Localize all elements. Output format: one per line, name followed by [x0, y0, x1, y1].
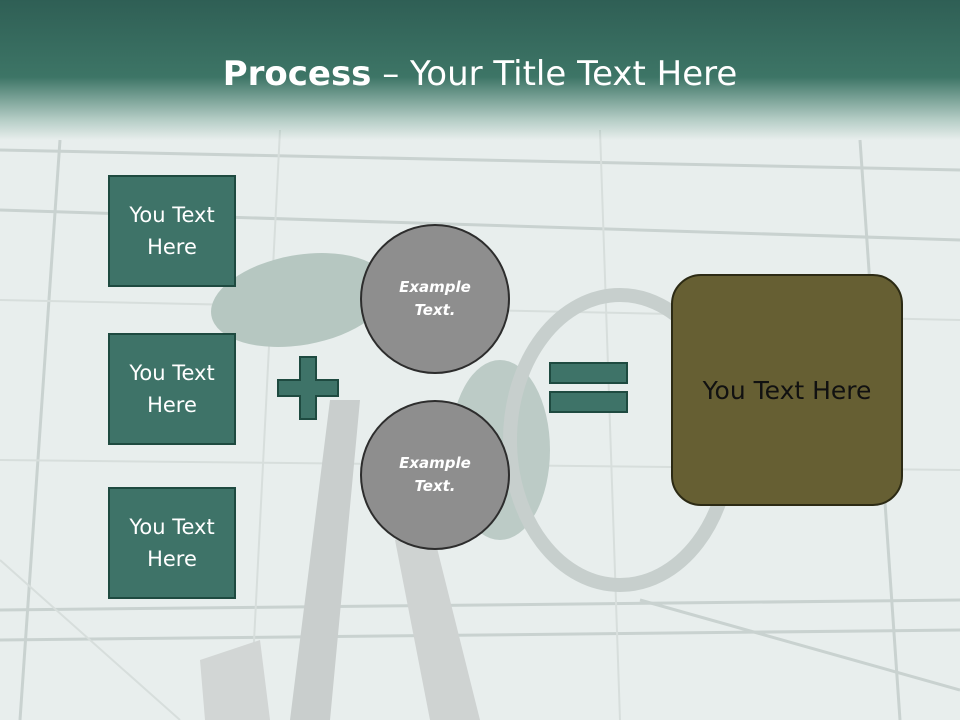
input-box-label: You Text Here — [129, 203, 215, 259]
title-rest: – Your Title Text Here — [371, 54, 738, 94]
equals-icon — [549, 362, 628, 413]
example-circle-1[interactable]: Example Text. — [360, 224, 510, 374]
input-box-1[interactable]: You Text Here — [108, 175, 236, 287]
slide-title: Process – Your Title Text Here — [0, 52, 960, 96]
result-box[interactable]: You Text Here — [671, 274, 903, 506]
title-bold: Process — [222, 54, 372, 94]
result-label: You Text Here — [702, 375, 872, 405]
circle-text: Example Text. — [399, 454, 471, 495]
example-circle-2[interactable]: Example Text. — [360, 400, 510, 550]
plus-icon — [277, 356, 339, 420]
input-box-label: You Text Here — [129, 515, 215, 571]
title-bar — [0, 0, 960, 140]
input-box-2[interactable]: You Text Here — [108, 333, 236, 445]
input-box-label: You Text Here — [129, 361, 215, 417]
input-box-3[interactable]: You Text Here — [108, 487, 236, 599]
circle-text: Example Text. — [399, 278, 471, 319]
